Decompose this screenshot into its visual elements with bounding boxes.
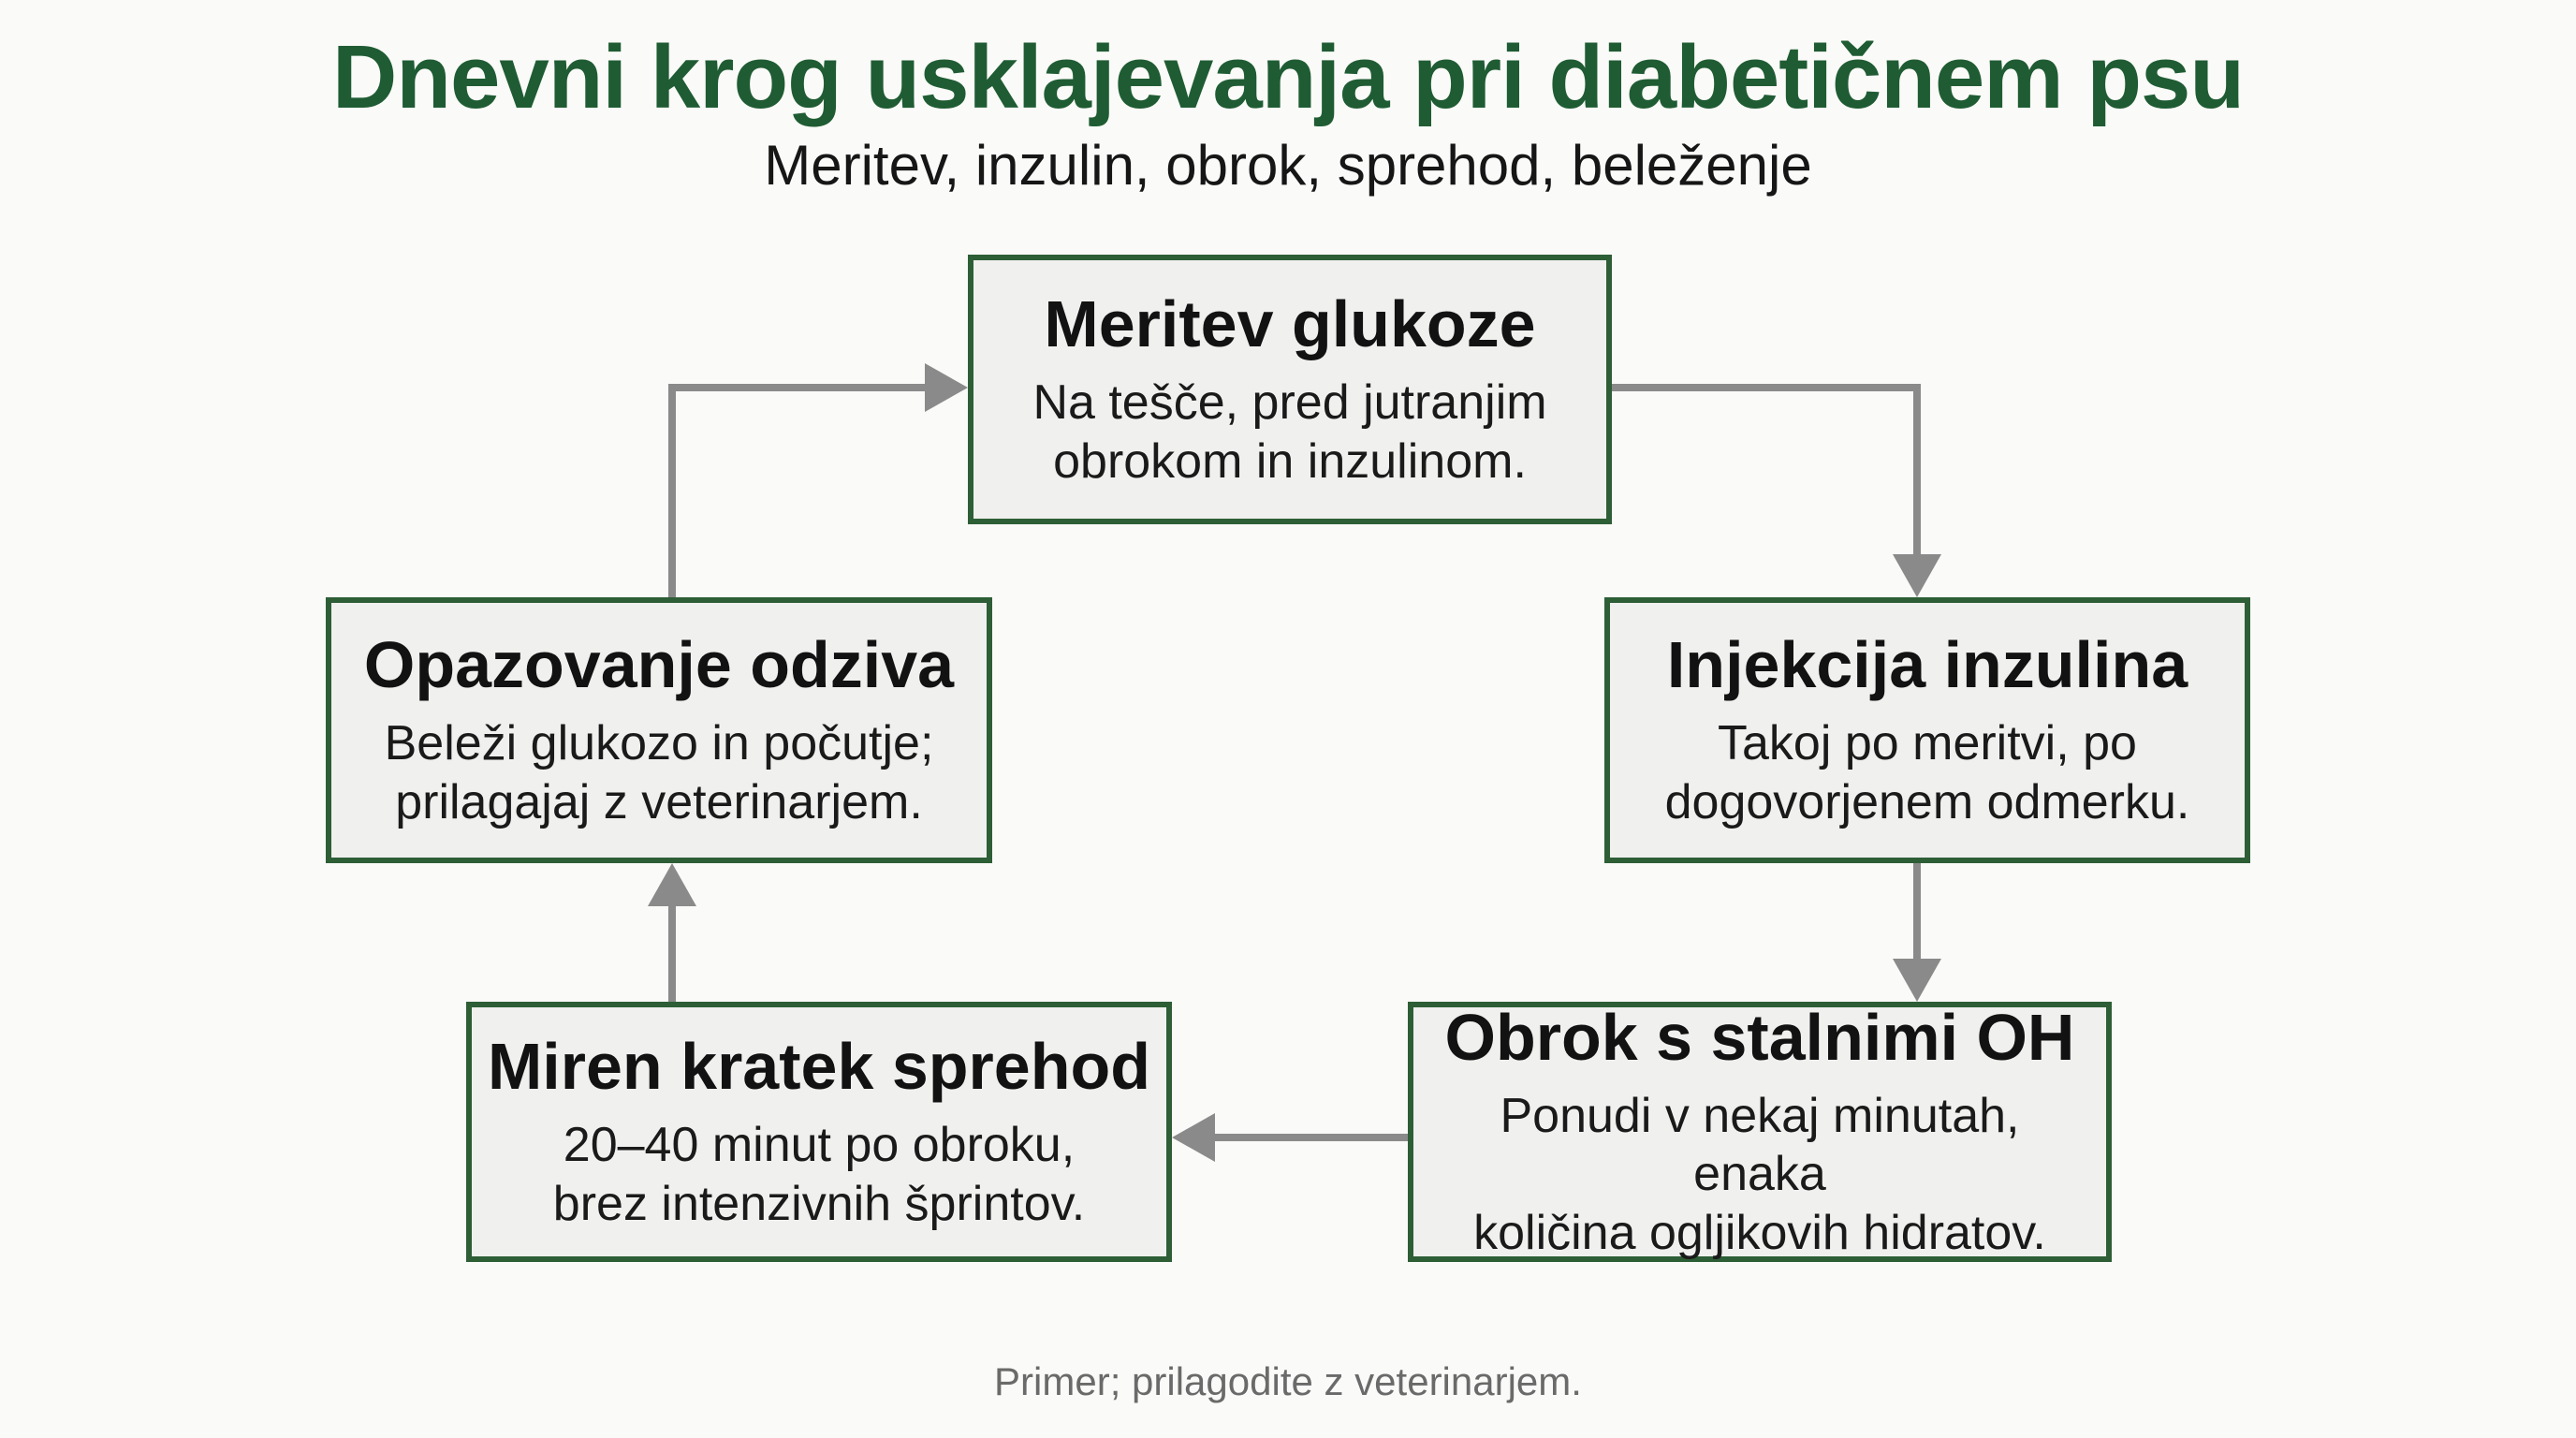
arrowhead-meal bbox=[1893, 959, 1941, 1002]
footnote: Primer; prilagodite z veterinarjem. bbox=[994, 1359, 1582, 1403]
step-description: Takoj po meritvi, po dogovorjenem odmerk… bbox=[1664, 716, 2190, 829]
arrow-observe-to-measure bbox=[668, 384, 932, 597]
step-insulin-injection: Injekcija inzulina Takoj po meritvi, po … bbox=[1604, 597, 2250, 863]
step-observe-response: Opazovanje odziva Beleži glukozo in poču… bbox=[326, 597, 992, 863]
step-meal: Obrok s stalnimi OH Ponudi v nekaj minut… bbox=[1408, 1000, 2112, 1262]
step-description: Beleži glukozo in počutje; prilagajaj z … bbox=[384, 716, 934, 829]
arrow-measure-to-insulin bbox=[1612, 384, 1921, 562]
step-description: 20–40 minut po obroku, brez intenzivnih … bbox=[552, 1118, 1086, 1231]
step-title: Obrok s stalnimi OH bbox=[1444, 1000, 2075, 1074]
step-walk: Miren kratek sprehod 20–40 minut po obro… bbox=[466, 1002, 1172, 1262]
arrowhead-insulin bbox=[1893, 554, 1941, 597]
arrowhead-walk bbox=[1172, 1113, 1215, 1162]
step-title: Opazovanje odziva bbox=[363, 628, 955, 702]
step-title: Meritev glukoze bbox=[1044, 287, 1536, 361]
diagram-title: Dnevni krog usklajevanja pri diabetičnem… bbox=[332, 27, 2245, 127]
step-description: Na tešče, pred jutranjim obrokom in inzu… bbox=[1032, 375, 1547, 489]
arrowhead-measure bbox=[925, 363, 968, 412]
step-title: Miren kratek sprehod bbox=[488, 1030, 1150, 1104]
arrowhead-observe bbox=[648, 863, 696, 906]
step-glucose-measurement: Meritev glukoze Na tešče, pred jutranjim… bbox=[968, 255, 1612, 524]
diagram-subtitle: Meritev, inzulin, obrok, sprehod, beleže… bbox=[764, 134, 1812, 197]
step-description: Ponudi v nekaj minutah, enaka količina o… bbox=[1473, 1088, 2046, 1260]
step-title: Injekcija inzulina bbox=[1666, 628, 2188, 702]
